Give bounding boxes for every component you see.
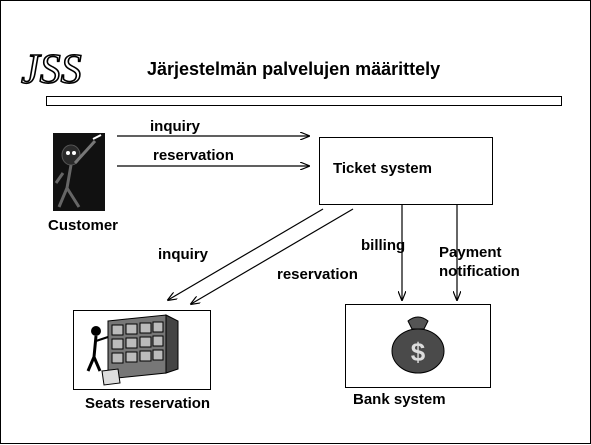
logo-text: JSS bbox=[21, 47, 82, 91]
label-customer-reservation: reservation bbox=[153, 147, 234, 164]
pointing-person-icon bbox=[53, 133, 105, 211]
title-underline-bar bbox=[46, 96, 562, 106]
customer-label: Customer bbox=[48, 217, 119, 234]
label-billing: billing bbox=[361, 237, 406, 254]
label-customer-inquiry: inquiry bbox=[150, 118, 201, 135]
slide-title: Järjestelmän palvelujen määrittely bbox=[147, 59, 441, 79]
jss-logo: JSS bbox=[20, 46, 82, 91]
label-seats-inquiry: inquiry bbox=[158, 246, 209, 263]
label-seats-reservation: reservation bbox=[277, 266, 358, 283]
ticket-system-label: Ticket system bbox=[333, 160, 432, 177]
label-payment-line1: Payment bbox=[439, 244, 502, 261]
dollar-symbol: $ bbox=[411, 337, 426, 367]
bank-system-label: Bank system bbox=[353, 391, 446, 408]
money-bag-icon: $ bbox=[391, 316, 445, 374]
arrow-seats-inquiry bbox=[168, 208, 324, 300]
label-payment-line2: notification bbox=[439, 263, 520, 280]
bank-system-box: $ bbox=[345, 304, 491, 388]
person-with-shelf-icon bbox=[86, 314, 179, 386]
seats-reservation-box bbox=[73, 310, 211, 390]
arrow-seats-reservation bbox=[191, 208, 354, 304]
seats-reservation-label: Seats reservation bbox=[85, 395, 211, 412]
customer-figure bbox=[53, 133, 105, 211]
ticket-system-box: Ticket system bbox=[319, 137, 493, 205]
